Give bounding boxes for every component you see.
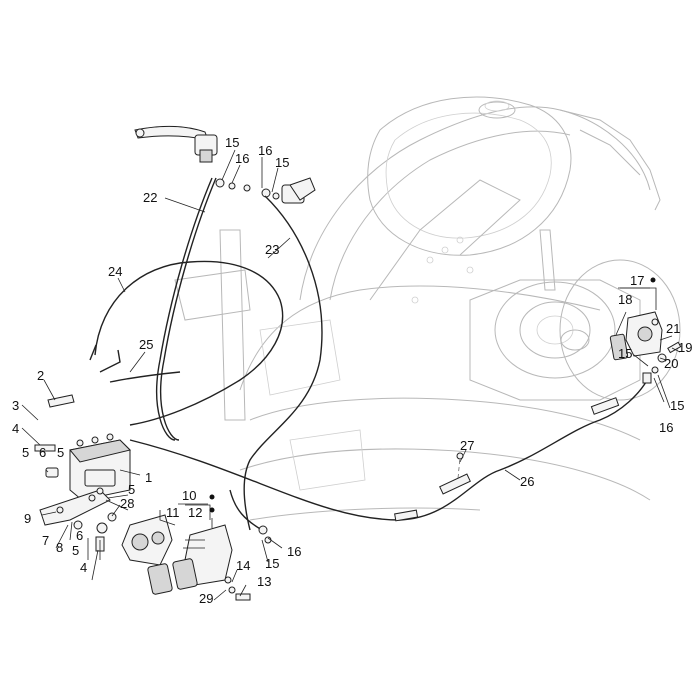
callout-13: 13 [257,574,271,589]
callout-29: 29 [199,591,213,606]
callout-20: 20 [664,356,678,371]
callout-22: 22 [143,190,157,205]
callout-15: 15 [670,398,684,413]
brake-pipe-25 [99,349,181,383]
abs-bracket [39,489,111,526]
callout-6: 6 [39,445,46,460]
callout-2: 2 [37,368,44,383]
callout-15: 15 [618,346,632,361]
banjo-fittings-top [215,178,280,200]
callout-21: 21 [666,321,680,336]
callout-28: 28 [120,496,134,511]
scooter-body-outline [174,96,681,521]
callout-23: 23 [265,242,279,257]
rear-brake-master-cylinder [281,177,316,204]
callout-16: 16 [659,420,673,435]
callout-17: 17 [630,273,644,288]
callout-4: 4 [12,421,19,436]
assembly-markers [178,277,656,513]
callout-15: 15 [275,155,289,170]
callout-11: 11 [166,505,180,520]
leader-lines [21,149,681,601]
callout-labels: 1 2 3 4 4 5 5 5 5 6 6 7 8 9 10 11 12 13 … [12,135,692,606]
brake-hose-24 [94,260,284,426]
rear-brake-caliper [609,311,682,384]
callout-5: 5 [72,543,79,558]
rear-brake-cable-26 [129,374,651,522]
callout-14: 14 [236,558,250,573]
callout-16: 16 [287,544,301,559]
front-brake-caliper [121,514,233,595]
callout-4: 4 [80,560,87,575]
callout-16: 16 [235,151,249,166]
callout-25: 25 [139,337,153,352]
callout-7: 7 [42,533,49,548]
callout-5: 5 [57,445,64,460]
callout-6: 6 [76,528,83,543]
front-brake-hose-22 [156,177,213,441]
callout-8: 8 [56,540,63,555]
callout-19: 19 [678,340,692,355]
callout-3: 3 [12,398,19,413]
callout-16: 16 [258,143,272,158]
callout-15: 15 [225,135,239,150]
brake-hoses [89,177,323,531]
front-brake-lever [134,125,218,163]
abs-modulator [69,433,131,501]
callout-10: 10 [182,488,196,503]
callout-26: 26 [520,474,534,489]
callout-24: 24 [108,264,122,279]
callout-1: 1 [145,470,152,485]
caliper-bolts [224,525,272,601]
callout-12: 12 [188,505,202,520]
callout-5: 5 [22,445,29,460]
callout-15: 15 [265,556,279,571]
callout-5: 5 [128,482,135,497]
callout-9: 9 [24,511,31,526]
rear-brake-hose-23 [243,195,323,531]
callout-27: 27 [460,438,474,453]
callout-18: 18 [618,292,632,307]
